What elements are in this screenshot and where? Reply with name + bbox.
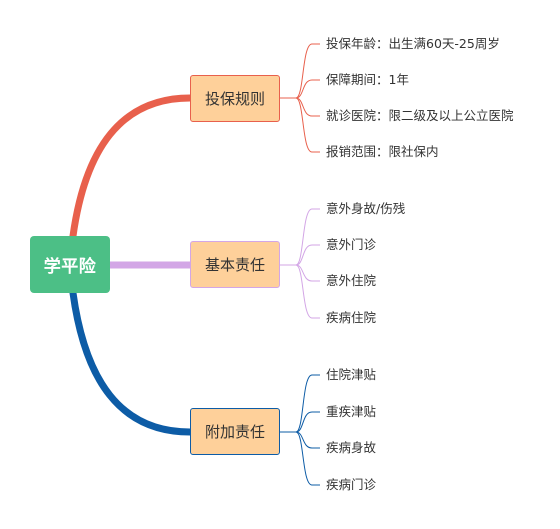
leaf-coverage-period: 保障期间：1年 <box>326 72 409 87</box>
leaf-insure-age: 投保年龄：出生满60天-25周岁 <box>326 36 500 51</box>
leaf-hospital-requirement: 就诊医院：限二级及以上公立医院 <box>326 108 514 123</box>
leaf-accident-death-disability: 意外身故/伤残 <box>326 201 406 216</box>
root-node[interactable]: 学平险 <box>30 236 110 293</box>
leaf-accident-inpatient: 意外住院 <box>326 273 377 288</box>
leaf-illness-death: 疾病身故 <box>326 440 377 455</box>
leaf-accident-outpatient: 意外门诊 <box>326 237 377 252</box>
leaf-connectors-2 <box>280 208 320 319</box>
leaf-connectors-1 <box>280 43 320 153</box>
branch-connector-3 <box>69 289 194 436</box>
branch-node-additional-coverage[interactable]: 附加责任 <box>190 408 280 455</box>
leaf-hospital-allowance: 住院津贴 <box>326 367 377 382</box>
branch-node-basic-coverage[interactable]: 基本责任 <box>190 241 280 288</box>
leaf-connectors-3 <box>280 374 320 486</box>
leaf-illness-outpatient: 疾病门诊 <box>326 477 377 492</box>
leaf-reimbursement-scope: 报销范围：限社保内 <box>326 144 439 159</box>
leaf-critical-illness-allowance: 重疾津贴 <box>326 404 377 419</box>
leaf-illness-inpatient: 疾病住院 <box>326 310 377 325</box>
branch-node-investment-rules[interactable]: 投保规则 <box>190 75 280 122</box>
branch-connector-1 <box>69 94 194 240</box>
